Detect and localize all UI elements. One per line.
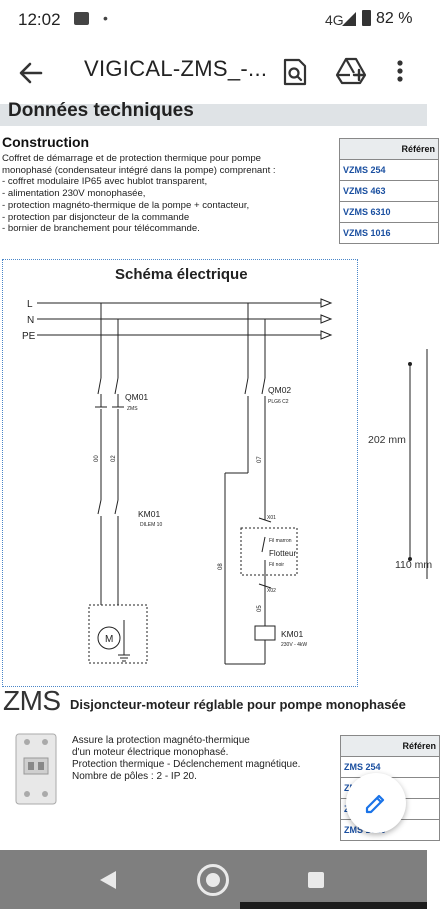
reference-row: VZMS 254 xyxy=(339,159,439,181)
nav-home-inner xyxy=(206,873,220,887)
wire-number: 00 xyxy=(94,455,100,462)
nav-home-icon[interactable] xyxy=(197,864,229,896)
electrical-schematic: L N PE QM01 ZMS QM02 PLG6 C2 KM01 DILEM … xyxy=(2,259,358,687)
section-header: Données techniques xyxy=(0,100,427,126)
construction-line: - alimentation 230V monophasée, xyxy=(2,188,146,200)
signal-icon xyxy=(342,12,356,26)
wire-number: 02 xyxy=(111,455,117,462)
nav-recents-icon[interactable] xyxy=(308,872,324,888)
reference-row: VZMS 1016 xyxy=(339,222,439,244)
battery-icon xyxy=(362,10,371,26)
zms-line: Protection thermique - Déclenchement mag… xyxy=(72,759,301,770)
construction-line: monophasé (condensateur intégré dans la … xyxy=(2,164,276,176)
gallery-notification-icon xyxy=(74,12,89,25)
line-label: L xyxy=(27,299,33,310)
component-sub: PLG6 C2 xyxy=(268,399,289,405)
width-dimension: 110 mm xyxy=(395,559,433,571)
app-bar: VIGICAL-ZMS_-... xyxy=(0,40,427,104)
component-label: KM01 xyxy=(138,509,160,519)
search-doc-icon[interactable] xyxy=(282,58,308,86)
component-label: QM01 xyxy=(125,392,148,402)
zms-line: d'un moteur électrique monophasé. xyxy=(72,747,229,758)
zms-line: Nombre de pôles : 2 - IP 20. xyxy=(72,771,197,782)
line-label: N xyxy=(27,315,34,326)
component-sub: ZMS xyxy=(127,406,138,412)
construction-line: - protection magnéto-thermique de la pom… xyxy=(2,199,250,211)
notification-dot-icon: • xyxy=(103,10,108,26)
construction-line: - coffret modulaire IP65 avec hublot tra… xyxy=(2,176,208,188)
zms-table-header: Référen xyxy=(340,735,440,757)
wire-number: 08 xyxy=(218,563,224,570)
dimension-drawing xyxy=(408,349,428,579)
zms-reference-row: ZMS 254 xyxy=(340,756,440,778)
component-label: QM02 xyxy=(268,385,291,395)
construction-line: - protection par disjoncteur de la comma… xyxy=(2,211,190,223)
reference-row: VZMS 6310 xyxy=(339,201,439,223)
zms-line: Assure la protection magnéto-thermique xyxy=(72,735,250,746)
network-type: 4G xyxy=(325,12,344,28)
component-sub: DILEM 10 xyxy=(140,522,162,528)
section-title: Données techniques xyxy=(8,100,194,121)
more-vert-icon[interactable] xyxy=(390,56,410,86)
construction-line: Coffret de démarrage et de protection th… xyxy=(2,153,262,164)
schematic-title: Schéma électrique xyxy=(115,266,248,283)
zms-code: ZMS xyxy=(3,685,61,716)
status-time: 12:02 xyxy=(18,10,61,29)
component-label: KM01 xyxy=(281,629,303,639)
nav-back-icon[interactable] xyxy=(100,871,116,889)
circuit-breaker-image xyxy=(15,733,57,805)
height-dimension: 202 mm xyxy=(368,434,406,446)
float-switch-label: Flotteur xyxy=(269,549,296,558)
wire-number: 05 xyxy=(257,605,263,612)
reference-table: Référen VZMS 254 VZMS 463 VZMS 6310 VZMS… xyxy=(339,138,439,244)
construction-line: - bornier de branchement pour télécomman… xyxy=(2,223,200,235)
zms-text: Assure la protection magnéto-thermique d… xyxy=(72,735,300,783)
status-bar: 12:02 • 4G 82 % xyxy=(0,0,427,40)
construction-text: Coffret de démarrage et de protection th… xyxy=(2,153,332,235)
float-wire-bottom: Fil noir xyxy=(269,562,284,568)
document-viewport[interactable]: Données techniques Construction Coffret … xyxy=(0,100,440,850)
reference-row: VZMS 463 xyxy=(339,180,439,202)
terminal-label: X02 xyxy=(267,588,276,594)
document-title: VIGICAL-ZMS_-... xyxy=(84,56,268,81)
component-sub: 230V - 4kW xyxy=(281,642,307,648)
battery-level: 82 % xyxy=(376,10,413,27)
system-nav-bar xyxy=(0,850,427,909)
construction-heading: Construction xyxy=(2,134,90,150)
float-wire-top: Fil marron xyxy=(269,538,292,544)
add-to-drive-icon[interactable] xyxy=(335,56,368,86)
line-label: PE xyxy=(22,331,36,342)
edit-fab-button[interactable] xyxy=(346,773,406,833)
edit-pencil-icon xyxy=(365,794,385,814)
wire-number: 07 xyxy=(257,456,263,463)
terminal-label: X01 xyxy=(267,515,276,521)
motor-label: M xyxy=(105,634,113,645)
zms-description: Disjoncteur-moteur réglable pour pompe m… xyxy=(70,697,406,712)
schematic-drawing: L N PE QM01 ZMS QM02 PLG6 C2 KM01 DILEM … xyxy=(22,298,333,665)
reference-table-header: Référen xyxy=(339,138,439,160)
bottom-sheet-peek xyxy=(240,902,427,909)
arrow-back-icon[interactable] xyxy=(14,56,48,90)
